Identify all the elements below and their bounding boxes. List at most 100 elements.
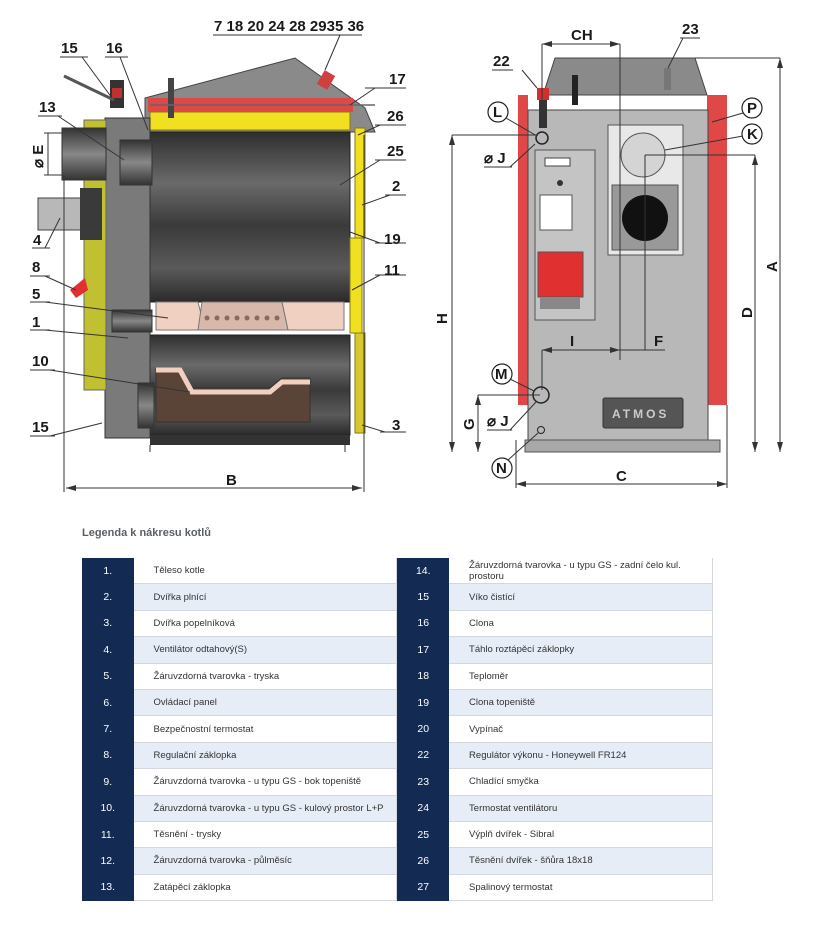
power-regulator bbox=[537, 88, 549, 100]
ceramic-lower-edge bbox=[156, 367, 310, 395]
fan-box bbox=[537, 251, 584, 298]
legend-right-text: Vypínač bbox=[449, 715, 714, 743]
label-dim-H: H bbox=[434, 313, 451, 324]
fan-body bbox=[80, 188, 102, 240]
boiler-diagram: 7 18 20 24 28 2935 36 15 16 13 ⌀ E 4 8 5… bbox=[30, 18, 783, 492]
label-dim-C: C bbox=[616, 468, 627, 485]
cooling-loop-stub bbox=[664, 68, 671, 90]
label-dim-CH: CH bbox=[571, 27, 593, 44]
legend-right-number: 20 bbox=[396, 715, 450, 743]
legend-left-number: 12. bbox=[82, 847, 134, 875]
legend-left-number: 5. bbox=[82, 663, 134, 690]
label-5: 5 bbox=[32, 286, 40, 303]
legend-left-text: Ventilátor odtahový(S) bbox=[133, 636, 398, 664]
legend-left-text: Žáruvzdorná tvarovka - u typu GS - kulov… bbox=[133, 795, 398, 822]
label-dim-A: A bbox=[764, 261, 781, 272]
top-insulation-yellow bbox=[149, 111, 351, 131]
label-dim-D: D bbox=[739, 307, 756, 318]
rear-hood bbox=[542, 57, 708, 96]
label-dim-F: F bbox=[654, 333, 663, 350]
label-13: 13 bbox=[39, 99, 56, 116]
label-26: 26 bbox=[387, 108, 404, 125]
label-16: 16 bbox=[106, 40, 123, 57]
legend-row: 10.Žáruvzdorná tvarovka - u typu GS - ku… bbox=[82, 795, 714, 822]
rear-red-right bbox=[707, 95, 727, 405]
label-15-bottom: 15 bbox=[32, 419, 49, 436]
connecting-pipe-upper bbox=[119, 139, 153, 186]
legend-right-number: 25 bbox=[396, 821, 450, 849]
upper-chamber bbox=[149, 131, 351, 303]
label-top-group: 7 18 20 24 28 2935 36 bbox=[214, 18, 364, 35]
label-K: K bbox=[747, 126, 758, 143]
fan-grille bbox=[540, 297, 580, 309]
legend-left-text: Dvířka plnící bbox=[133, 583, 398, 611]
legend-left-number: 8. bbox=[82, 742, 134, 770]
legend-right-text: Táhlo roztápěcí záklopky bbox=[449, 636, 714, 664]
label-M: M bbox=[495, 366, 508, 383]
thermometer-red bbox=[112, 88, 122, 98]
legend-left-text: Těsnění - trysky bbox=[133, 821, 398, 849]
legend-left-number: 3. bbox=[82, 610, 134, 638]
fan bbox=[37, 197, 89, 231]
chimney-stub bbox=[168, 78, 174, 118]
legend-left-text: Těleso kotle bbox=[133, 558, 398, 585]
legend-right-text: Clona topeniště bbox=[449, 689, 714, 717]
atmos-brand: ATMOS bbox=[612, 407, 669, 421]
display-window bbox=[544, 157, 571, 167]
legend-right-number: 17 bbox=[396, 636, 450, 664]
legend-right-number: 19 bbox=[396, 689, 450, 717]
legend-left-number: 2. bbox=[82, 583, 134, 611]
legend-left-number: 1. bbox=[82, 558, 134, 585]
label-22: 22 bbox=[493, 53, 510, 70]
legend-right-text: Žáruvzdorná tvarovka - u typu GS - zadní… bbox=[449, 558, 714, 585]
label-plate bbox=[539, 194, 573, 231]
legend-right-text: Spalinový termostat bbox=[449, 874, 714, 902]
legend-left-number: 4. bbox=[82, 636, 134, 664]
connecting-pipe-mid bbox=[111, 309, 153, 333]
legend-right-text: Clona bbox=[449, 610, 714, 638]
label-11: 11 bbox=[384, 262, 400, 279]
ceramic-nozzle-mid bbox=[197, 301, 289, 331]
legend-right-text: Těsnění dvířek - šňůra 18x18 bbox=[449, 847, 714, 875]
legend-right-number: 26 bbox=[396, 847, 450, 875]
label-17: 17 bbox=[389, 71, 406, 88]
legend-right-number: 16 bbox=[396, 610, 450, 638]
label-phi-J-top: ⌀ J bbox=[484, 150, 506, 167]
label-19: 19 bbox=[384, 231, 401, 248]
side-section-view: 7 18 20 24 28 2935 36 15 16 13 ⌀ E 4 8 5… bbox=[30, 18, 406, 492]
callout-K bbox=[741, 123, 763, 145]
legend-right-text: Teploměr bbox=[449, 663, 714, 690]
legend-left-text: Regulační záklopka bbox=[133, 742, 398, 770]
front-door-lower bbox=[354, 332, 366, 434]
legend-left-text: Dvířka popelníková bbox=[133, 610, 398, 638]
label-23: 23 bbox=[682, 21, 699, 38]
label-3: 3 bbox=[392, 417, 400, 434]
label-dim-G: G bbox=[461, 418, 478, 430]
label-phi-E: ⌀ E bbox=[30, 145, 47, 168]
legend-right-text: Výplň dvířek - Sibral bbox=[449, 821, 714, 849]
return-pipe-stub bbox=[572, 75, 578, 105]
legend-right-text: Víko čistící bbox=[449, 583, 714, 611]
label-25: 25 bbox=[387, 143, 404, 160]
label-N: N bbox=[496, 460, 507, 477]
legend-left-number: 7. bbox=[82, 715, 134, 743]
rear-insulation bbox=[83, 119, 107, 391]
legend-left-number: 9. bbox=[82, 768, 134, 796]
legend-left-number: 11. bbox=[82, 821, 134, 849]
legend-left-text: Ovládací panel bbox=[133, 689, 398, 717]
outlet-L bbox=[535, 131, 549, 145]
legend-left-text: Zatápěcí záklopka bbox=[133, 874, 398, 902]
legend-left-text: Žáruvzdorná tvarovka - půlměsíc bbox=[133, 847, 398, 875]
label-8: 8 bbox=[32, 259, 40, 276]
